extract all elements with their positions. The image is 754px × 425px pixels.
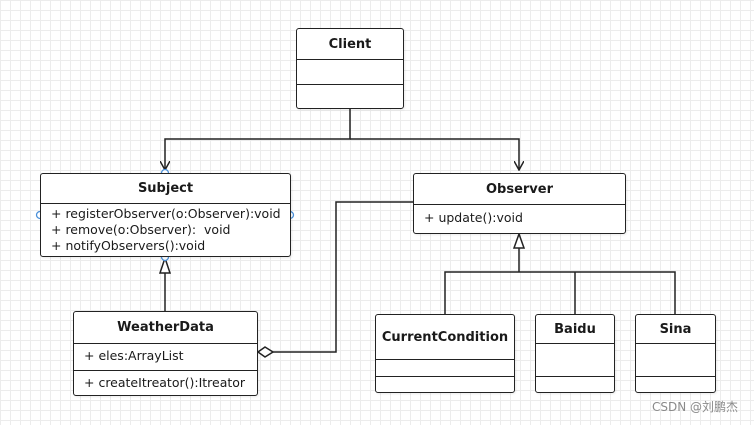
class-sina[interactable]: Sina bbox=[635, 314, 716, 393]
method: + registerObserver(o:Observer):void bbox=[51, 206, 281, 221]
attributes-section: + eles:ArrayList bbox=[74, 343, 257, 370]
method: + createItreator():Itreator bbox=[84, 375, 246, 390]
methods-section bbox=[376, 376, 514, 392]
generalization-arrowhead-subject bbox=[158, 255, 172, 274]
class-name: Subject bbox=[137, 181, 194, 196]
association-client-subject bbox=[165, 109, 351, 170]
attributes-section bbox=[636, 343, 715, 376]
method: + update():void bbox=[424, 210, 523, 225]
aggregation-diamond bbox=[256, 346, 275, 358]
class-name: CurrentCondition bbox=[381, 329, 509, 345]
class-subject[interactable]: Subject + registerObserver(o:Observer):v… bbox=[40, 173, 291, 257]
methods-section: + update():void bbox=[414, 204, 625, 233]
class-weatherdata[interactable]: WeatherData + eles:ArrayList + createItr… bbox=[73, 311, 258, 396]
class-name: WeatherData bbox=[117, 320, 214, 335]
class-baidu[interactable]: Baidu bbox=[535, 314, 615, 393]
methods-section: + registerObserver(o:Observer):void + re… bbox=[41, 203, 290, 256]
generalization-line-observer-children bbox=[444, 248, 676, 314]
class-name: Client bbox=[328, 36, 372, 52]
class-name: Observer bbox=[485, 181, 554, 197]
attribute: + eles:ArrayList bbox=[84, 348, 184, 363]
class-observer[interactable]: Observer + update():void bbox=[413, 173, 626, 234]
aggregation-line-weatherdata-observer bbox=[273, 201, 413, 353]
attributes-section bbox=[297, 59, 403, 84]
generalization-arrowhead-observer bbox=[512, 231, 526, 249]
class-name: Sina bbox=[659, 321, 692, 337]
methods-section bbox=[297, 84, 403, 108]
methods-section bbox=[636, 376, 715, 392]
association-client-observer bbox=[350, 138, 519, 170]
method: + notifyObservers():void bbox=[51, 238, 206, 253]
attributes-section bbox=[536, 343, 614, 376]
methods-section: + createItreator():Itreator bbox=[74, 370, 257, 395]
class-client[interactable]: Client bbox=[296, 28, 404, 109]
methods-section bbox=[536, 376, 614, 392]
watermark: CSDN @刘鹏杰 bbox=[651, 400, 738, 414]
attributes-section bbox=[376, 359, 514, 376]
class-currentcondition[interactable]: CurrentCondition bbox=[375, 314, 515, 393]
method: + remove(o:Observer): void bbox=[51, 222, 231, 237]
class-name: Baidu bbox=[554, 321, 596, 337]
